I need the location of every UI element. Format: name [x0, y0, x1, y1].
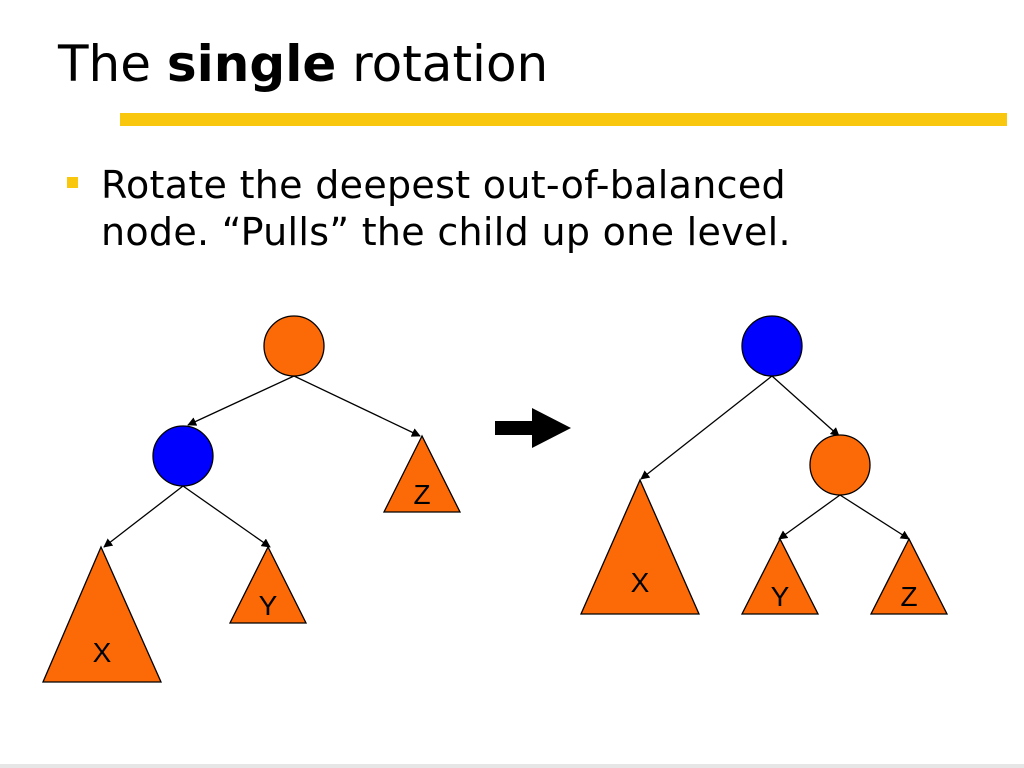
bullet-point: Rotate the deepest out-of-balanced node.…: [101, 162, 981, 256]
title-prefix: The: [58, 35, 151, 93]
before-child-node: [152, 425, 214, 487]
after-subtree-x: [580, 478, 700, 615]
edge-child-to-x: [103, 485, 184, 548]
before-label-x: X: [93, 637, 112, 668]
title-underline-bar: [120, 113, 1007, 126]
after-child-node: [809, 434, 871, 496]
bullet-line-2: node. “Pulls” the child up one level.: [101, 210, 791, 254]
square-bullet-icon: [67, 177, 78, 188]
before-tree: Z Y X: [42, 315, 462, 683]
edge-new-root-to-x: [640, 375, 773, 480]
after-tree: X Y Z: [580, 315, 949, 615]
transition-arrow-icon: [495, 408, 571, 448]
before-subtree-z: [382, 434, 462, 513]
edge-new-root-to-child: [771, 375, 840, 437]
edge-root-to-left-child: [187, 375, 295, 426]
edge-child-to-y: [778, 494, 841, 540]
before-label-z: Z: [413, 479, 430, 510]
title-suffix: rotation: [352, 35, 549, 93]
edge-child-to-z: [839, 494, 910, 540]
after-label-y: Y: [771, 581, 790, 612]
edge-root-to-z: [293, 375, 421, 437]
before-subtree-x: [42, 545, 163, 683]
after-subtree-z: [869, 537, 949, 615]
before-subtree-y: [228, 545, 308, 624]
after-label-z: Z: [900, 581, 917, 612]
after-subtree-y: [740, 537, 820, 615]
slide-title: The single rotation: [58, 32, 548, 96]
title-bold-word: single: [166, 35, 337, 93]
bullet-line-1: Rotate the deepest out-of-balanced: [101, 163, 786, 207]
edge-child-to-y: [182, 485, 271, 548]
after-label-x: X: [631, 567, 650, 598]
after-root-node: [741, 315, 803, 377]
footer-divider: [0, 764, 1024, 768]
before-root-node: [263, 315, 325, 377]
before-label-y: Y: [259, 590, 278, 621]
